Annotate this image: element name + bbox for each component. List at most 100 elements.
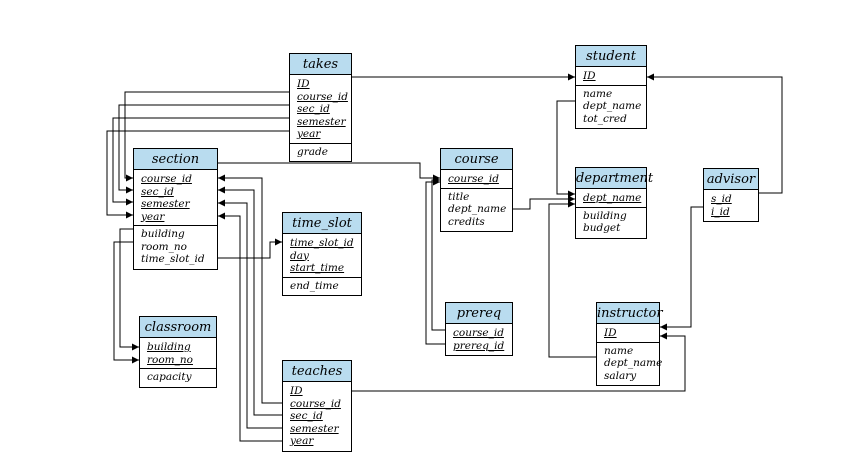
attribute: day [290, 249, 309, 262]
non-key-group: capacity [147, 371, 216, 384]
link-student-department [556, 100, 575, 198]
attribute: year [141, 210, 165, 223]
link-section-classroom-building [119, 228, 139, 351]
attribute: s_id [711, 193, 732, 205]
link-instructor-department [548, 200, 596, 358]
link-takes-section-sec [118, 104, 289, 194]
entity-title: advisor [703, 168, 759, 190]
entity-title: instructor [596, 302, 663, 324]
attribute: time_slot_id [290, 237, 354, 249]
attribute: end_time [290, 279, 339, 292]
attribute: dept_name [448, 203, 507, 215]
link-section-course [218, 162, 440, 182]
link-takes-section-semester [112, 117, 289, 206]
entity-title: prereq [445, 302, 513, 324]
entity-title: section [133, 148, 218, 170]
attribute: time_slot_id [141, 253, 205, 265]
attribute: sec_id [290, 410, 323, 422]
primary-key-group: dept_name [576, 192, 646, 208]
link-teaches-section-sec [218, 186, 282, 416]
attribute: sec_id [141, 185, 174, 198]
primary-key-group: course_id [441, 173, 512, 189]
attribute: year [290, 435, 314, 447]
link-prereq-course-prereqid [425, 178, 445, 345]
link-section-classroom-room [113, 241, 139, 364]
link-teaches-section-semester [218, 199, 282, 429]
attribute: tot_cred [583, 112, 627, 125]
attribute: semester [141, 198, 190, 210]
entity-title: course [440, 148, 513, 170]
attribute: name [604, 344, 634, 357]
link-course-department [513, 195, 575, 210]
attribute: course_id [290, 397, 341, 410]
attribute: semester [297, 115, 346, 128]
attribute: dept_name [583, 100, 642, 112]
attribute: ID [583, 70, 596, 82]
link-teaches-instructor [352, 332, 686, 392]
attribute: prereq_id [453, 339, 505, 352]
non-key-group: end_time [290, 280, 361, 293]
attribute: room_no [147, 353, 193, 366]
attribute: dept_name [583, 192, 642, 204]
attribute: building [583, 209, 627, 222]
link-advisor-instructor [660, 206, 703, 331]
attribute: course_id [141, 173, 192, 185]
attribute: course_id [297, 90, 348, 103]
attribute: sec_id [297, 103, 330, 115]
attribute: year [297, 128, 321, 140]
entity-title: classroom [139, 316, 217, 338]
attribute: ID [604, 327, 617, 339]
non-key-group: grade [297, 146, 351, 159]
link-teaches-section-course [218, 174, 282, 404]
link-takes-section-course [124, 91, 289, 182]
attribute: start_time [290, 262, 345, 274]
attribute: grade [297, 145, 328, 158]
primary-key-group: ID [597, 327, 659, 343]
entity-title: teaches [282, 360, 352, 382]
attribute: building [141, 228, 185, 240]
entity-title: time_slot [282, 212, 362, 234]
primary-key-group: ID [576, 70, 646, 86]
attribute: i_id [711, 205, 730, 218]
entity-title: takes [289, 53, 352, 75]
entity-title: student [575, 45, 647, 67]
attribute: budget [583, 222, 621, 234]
link-takes-section-year [106, 130, 289, 219]
attribute: dept_name [604, 357, 663, 369]
link-teaches-section-year [218, 212, 282, 442]
attribute: room_no [141, 240, 187, 253]
attribute: course_id [448, 173, 499, 185]
attribute: capacity [147, 371, 192, 383]
attribute: title [448, 190, 470, 203]
entity-title: department [575, 167, 653, 189]
attribute: salary [604, 369, 637, 382]
